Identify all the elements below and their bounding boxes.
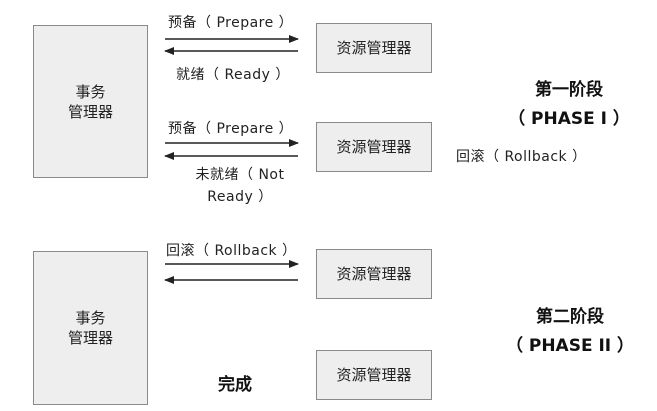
phase-1-sub: （ PHASE I ）	[508, 109, 630, 129]
transaction-manager-label-2a: 事务	[75, 309, 106, 327]
resource-manager-box-3: 资源管理器	[316, 249, 432, 299]
phase-2-sub: （ PHASE II ）	[505, 336, 635, 356]
not-ready-line-1: 未就绪（ Not	[195, 167, 285, 183]
resource-manager-box-1: 资源管理器	[316, 23, 432, 73]
phase-1-name: 第一阶段	[535, 80, 603, 100]
transaction-manager-box-2: 事务 管理器	[33, 251, 148, 405]
phase-2-name: 第二阶段	[536, 307, 604, 327]
rollback-side-label: 回滚（ Rollback ）	[456, 149, 587, 165]
phase-1-title: 第一阶段 （ PHASE I ）	[504, 76, 634, 134]
rollback-label: 回滚（ Rollback ）	[166, 243, 297, 259]
phase-2-title: 第二阶段 （ PHASE II ）	[500, 303, 640, 361]
prepare-label-2: 预备（ Prepare ）	[168, 121, 294, 137]
ready-label: 就绪（ Ready ）	[176, 67, 290, 83]
transaction-manager-label-2b: 管理器	[67, 329, 113, 347]
transaction-manager-label-1b: 管理器	[67, 102, 113, 121]
resource-manager-box-4: 资源管理器	[316, 350, 432, 400]
resource-manager-box-2: 资源管理器	[316, 122, 432, 172]
prepare-label-1: 预备（ Prepare ）	[168, 15, 294, 31]
transaction-manager-label-1a: 事务	[75, 82, 106, 101]
not-ready-line-2: Ready ）	[207, 189, 273, 205]
transaction-manager-box-1: 事务 管理器	[33, 25, 148, 178]
not-ready-label: 未就绪（ Not Ready ）	[180, 164, 300, 208]
done-label: 完成	[218, 375, 252, 395]
